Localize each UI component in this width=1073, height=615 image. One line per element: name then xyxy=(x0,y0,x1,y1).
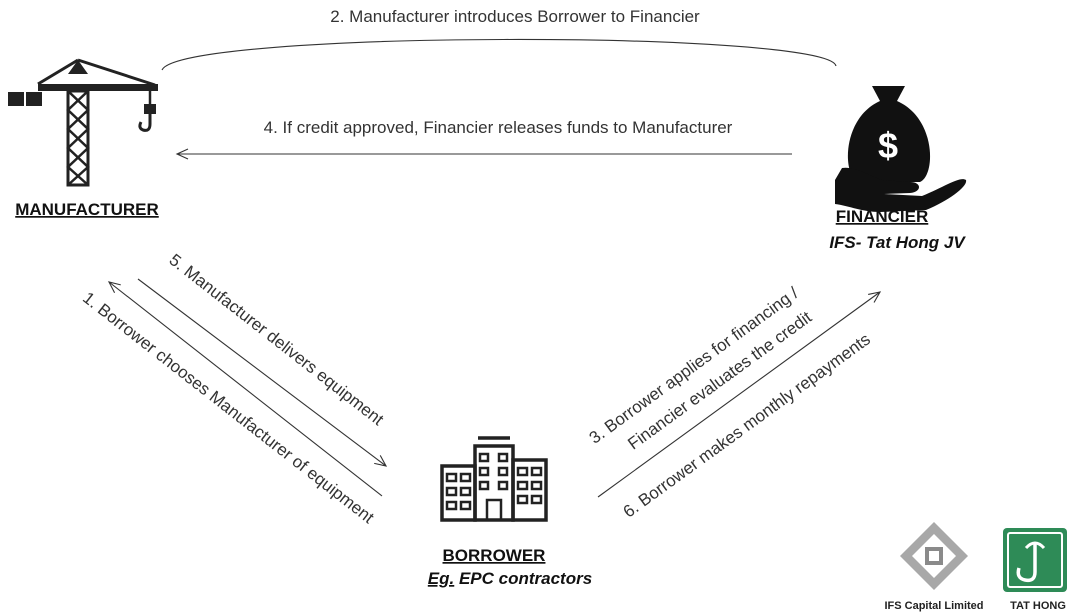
svg-text:$: $ xyxy=(878,125,898,166)
arrow-step2 xyxy=(161,38,837,71)
financier-title: FINANCIER xyxy=(836,207,929,226)
borrower-title: BORROWER xyxy=(443,546,546,565)
money-bag-hand-icon: $ xyxy=(835,86,967,212)
tat-hong-logo-icon xyxy=(1003,528,1067,592)
tat-hong-logo-text: TAT HONG xyxy=(1010,600,1066,612)
borrower-subtitle-prefix: Eg. xyxy=(428,569,454,588)
step1-label: 1. Borrower chooses Manufacturer of equi… xyxy=(79,288,378,527)
borrower-subtitle-rest: EPC contractors xyxy=(454,569,592,588)
crane-icon xyxy=(8,58,158,187)
manufacturer-title: MANUFACTURER xyxy=(15,200,159,219)
arrow-step1 xyxy=(107,281,383,497)
ifs-logo-icon xyxy=(900,522,968,590)
office-buildings-icon xyxy=(440,436,548,522)
step3-label-line1: 3. Borrower applies for financing / xyxy=(586,283,802,447)
step2-label: 2. Manufacturer introduces Borrower to F… xyxy=(330,7,700,26)
ifs-logo-text: IFS Capital Limited xyxy=(884,600,983,612)
arrow-step5 xyxy=(137,278,388,467)
financier-subtitle: IFS- Tat Hong JV xyxy=(829,233,966,252)
arrow-step6 xyxy=(597,291,882,498)
step3-label-line2: Financier evaluates the credit xyxy=(624,307,815,453)
step5-label: 5. Manufacturer delivers equipment xyxy=(166,250,388,429)
borrower-subtitle: Eg. EPC contractors xyxy=(428,569,592,588)
step4-label: 4. If credit approved, Financier release… xyxy=(264,118,733,137)
